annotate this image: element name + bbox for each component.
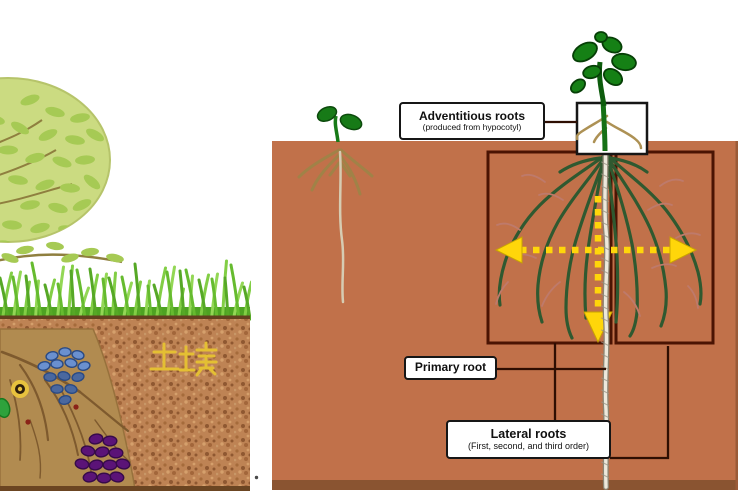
primary-root-label: Primary root <box>404 356 497 380</box>
red-dot-icon <box>25 419 31 425</box>
primary-root-title: Primary root <box>414 360 487 375</box>
stray-dot <box>254 475 259 480</box>
tree-canopy-icon <box>0 77 124 264</box>
soil-ecosystem-illustration <box>0 77 251 491</box>
adventitious-roots-title: Adventitious roots <box>418 108 525 123</box>
hypocotyl-box <box>575 99 649 156</box>
purple-egg-cluster-icon <box>74 433 131 484</box>
soil-label-cjk-strokes <box>149 341 218 377</box>
blue-egg-cluster-icon <box>37 347 91 406</box>
seedling-taproot-icon <box>297 105 374 304</box>
adventitious-roots-subtitle: (produced from hypocotyl) <box>422 121 522 132</box>
lateral-roots-title: Lateral roots <box>490 427 567 442</box>
label-connectors <box>496 120 670 460</box>
soil-cross-section <box>0 315 250 491</box>
green-organism-icon <box>0 397 11 419</box>
grass-icon <box>0 259 251 321</box>
adventitious-roots-label: Adventitious roots (produced from hypoco… <box>399 102 545 140</box>
red-dot-icon <box>73 404 79 410</box>
lateral-roots-label: Lateral roots (First, second, and third … <box>446 420 611 459</box>
plant-icon <box>570 31 637 107</box>
lateral-roots-subtitle: (First, second, and third order) <box>467 441 590 452</box>
yellow-ring-organism-icon <box>11 380 29 398</box>
